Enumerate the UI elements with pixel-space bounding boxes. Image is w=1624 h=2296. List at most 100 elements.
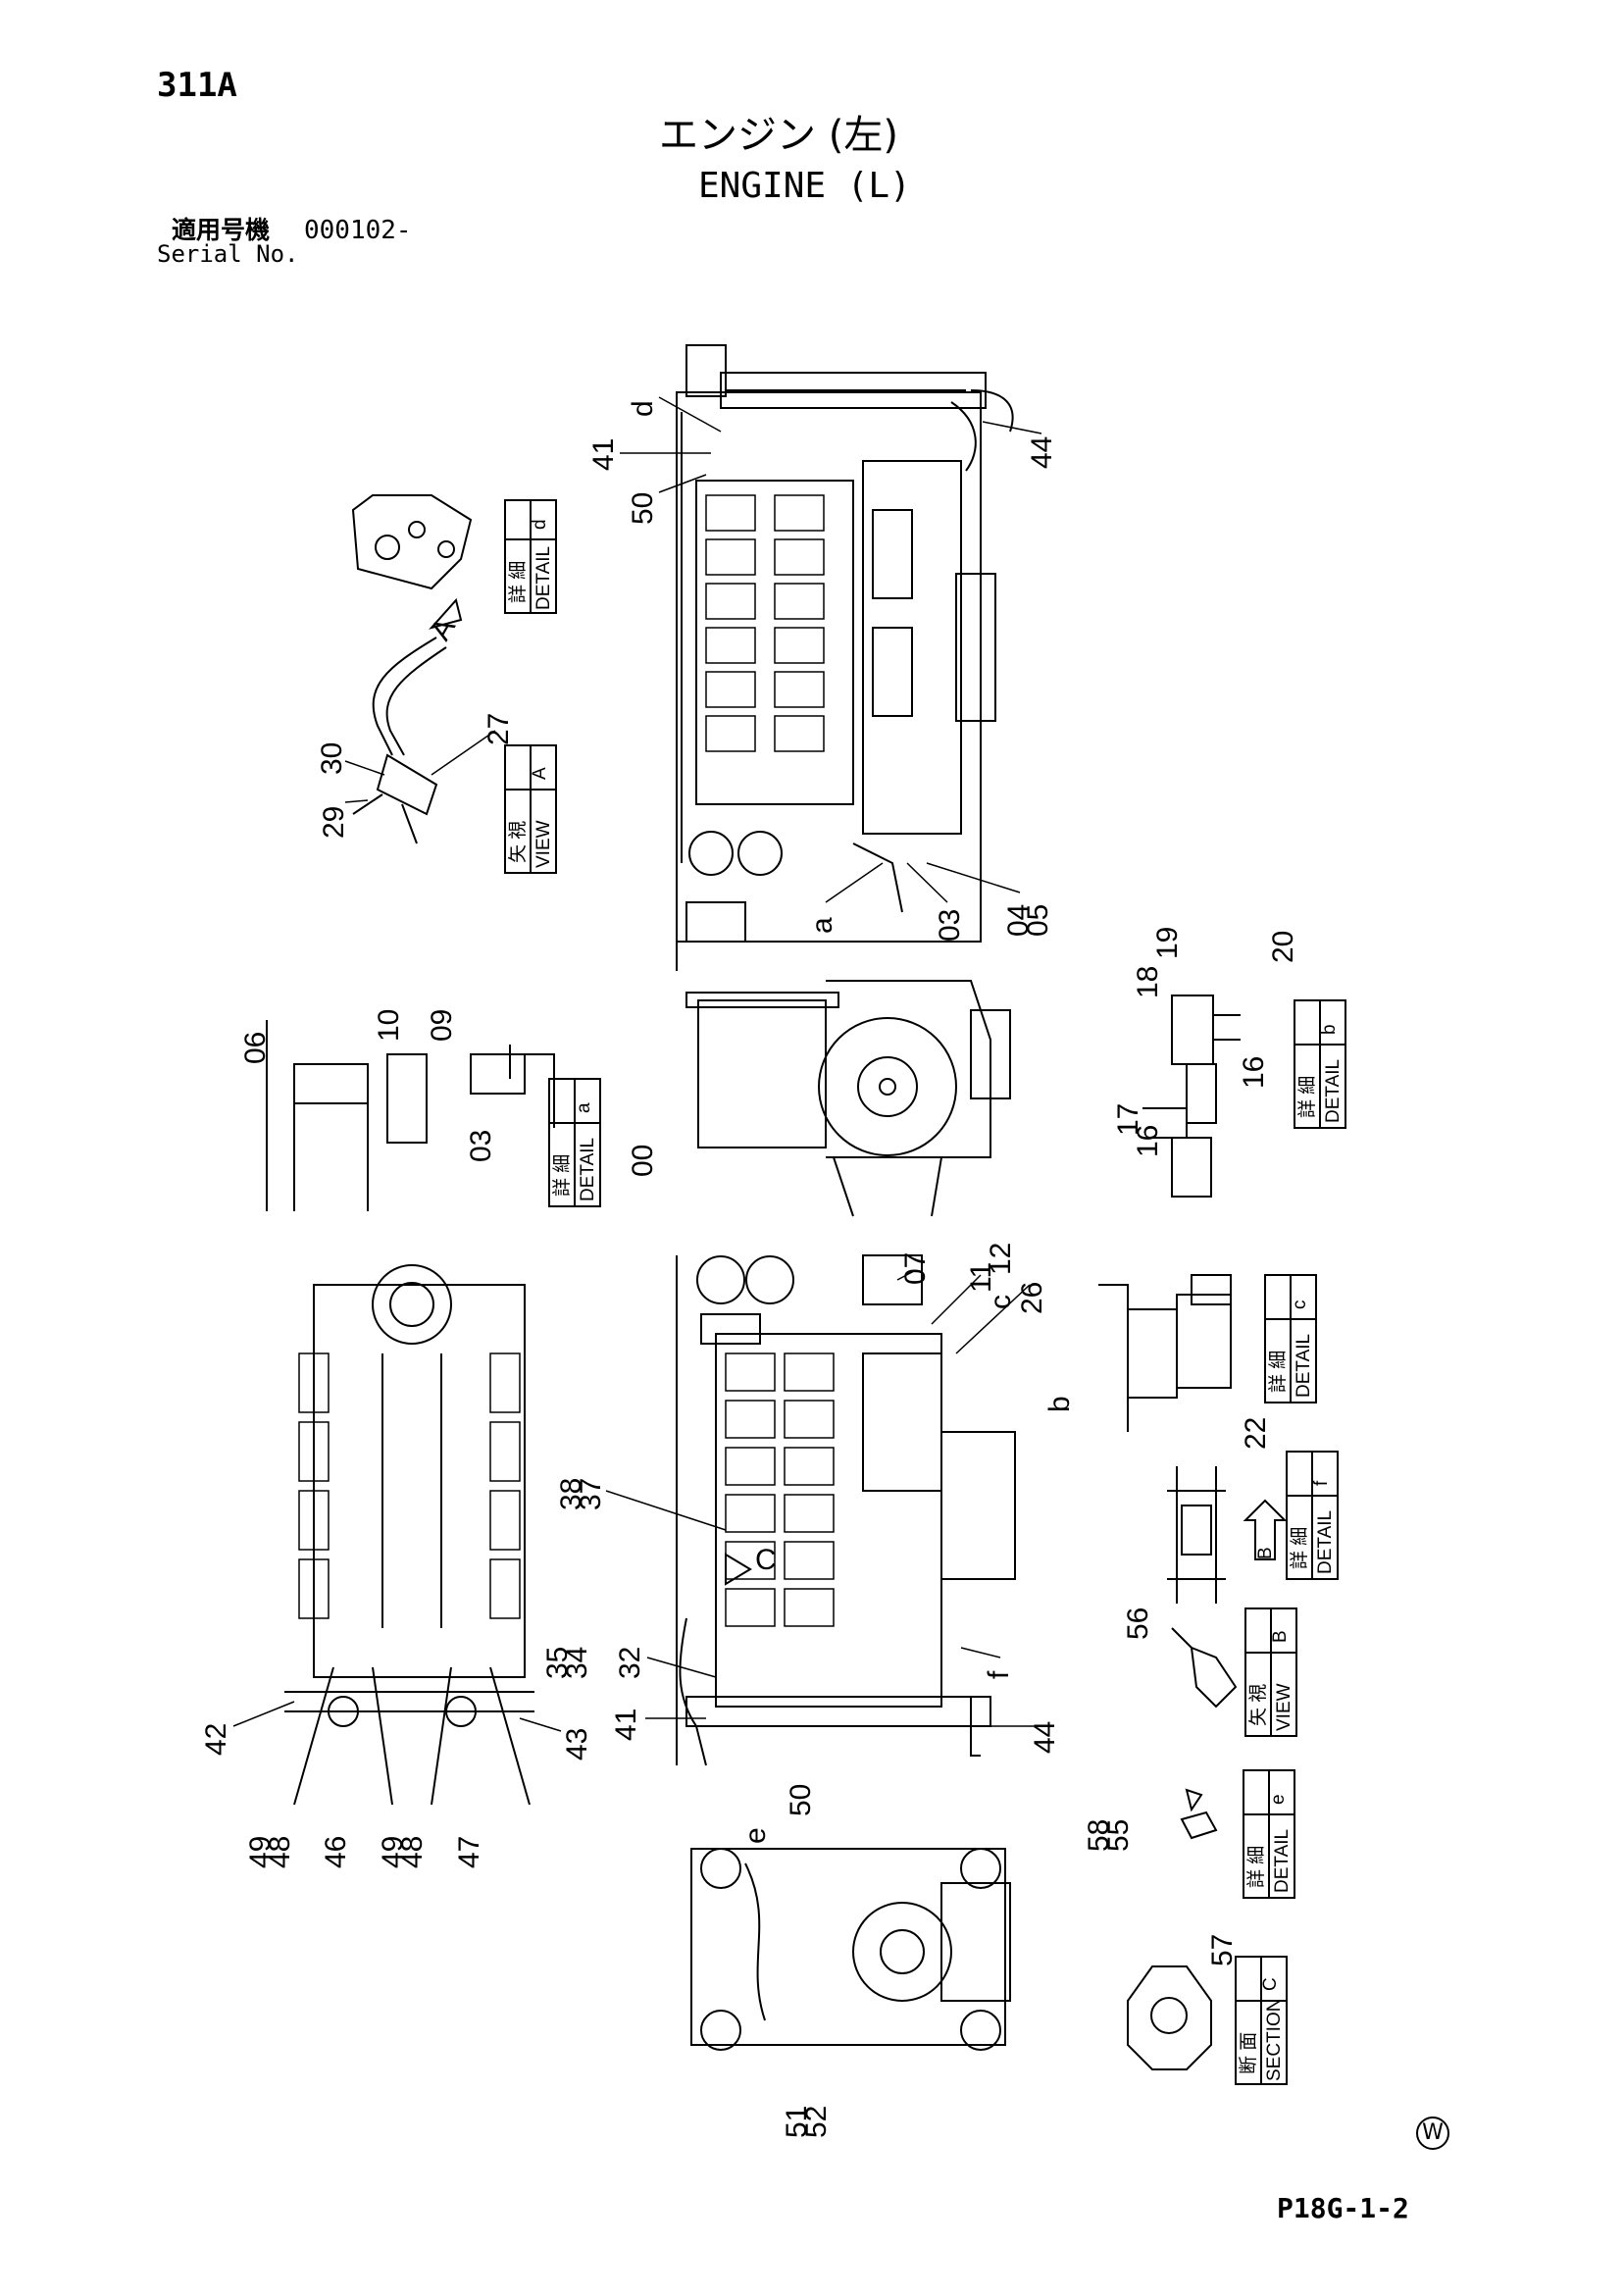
callout-06: 06 — [239, 1032, 272, 1064]
detail-a-letter: a — [574, 1102, 594, 1113]
detail-c-letter: c — [1290, 1301, 1310, 1310]
detail-a-drawing — [266, 1020, 555, 1211]
callout-51: 51 — [781, 2106, 813, 2138]
callout-b: b — [1043, 1396, 1076, 1412]
serial-value: 000102- — [304, 216, 412, 245]
callout-box-detail-e: 詳 細 DETAIL e — [1243, 1769, 1295, 1899]
callout-46: 46 — [320, 1836, 352, 1868]
callout-42: 42 — [200, 1723, 232, 1756]
detail-d-letter: d — [530, 519, 550, 530]
callout-29: 29 — [318, 806, 350, 839]
detail-b-jp: 詳 細 — [1296, 1076, 1318, 1118]
callout-27: 27 — [482, 713, 515, 745]
callout-box-section-c: 断 面 SECTION C — [1235, 1956, 1288, 2085]
detail-e-jp: 詳 細 — [1245, 1846, 1267, 1888]
detail-b-letter: b — [1319, 1024, 1340, 1035]
detail-c-jp: 詳 細 — [1267, 1351, 1289, 1393]
callout-box-detail-b: 詳 細 DETAIL b — [1294, 999, 1346, 1129]
section-c-letter: C — [1260, 1977, 1281, 1991]
engine-top-plan-view — [284, 1264, 534, 1806]
callout-box-detail-d: 詳 細 DETAIL d — [504, 499, 557, 614]
callout-26: 26 — [1016, 1282, 1048, 1314]
callout-03-top: 03 — [934, 909, 966, 942]
callout-55: 55 — [1102, 1819, 1135, 1852]
view-a-letter: A — [530, 767, 550, 780]
engine-right-side-view — [676, 1254, 1016, 1766]
detail-f-letter: f — [1311, 1480, 1332, 1486]
detail-d-en: DETAIL — [533, 546, 554, 610]
callout-38: 38 — [555, 1478, 587, 1510]
callout-f: f — [983, 1670, 1015, 1679]
callout-box-detail-c: 詳 細 DETAIL c — [1264, 1274, 1317, 1403]
detail-e-drawing — [1180, 1788, 1218, 1840]
callout-41-mid: 41 — [610, 1709, 642, 1741]
detail-b-drawing — [1142, 995, 1241, 1198]
detail-f-jp: 詳 細 — [1289, 1527, 1310, 1569]
view-b-letter: B — [1270, 1630, 1291, 1643]
callout-16-lower: 16 — [1132, 1125, 1164, 1157]
callout-19: 19 — [1151, 927, 1184, 959]
callout-43: 43 — [561, 1728, 593, 1760]
callout-58: 58 — [1083, 1819, 1115, 1852]
title-english: ENGINE (L) — [698, 166, 911, 206]
detail-c-drawing — [1098, 1274, 1232, 1432]
page-id: 311A — [157, 66, 237, 105]
callout-50-top: 50 — [627, 492, 659, 525]
arrow-b-marker: B — [1255, 1547, 1276, 1559]
callout-48-left: 48 — [264, 1836, 296, 1868]
view-b-jp: 矢 視 — [1247, 1684, 1269, 1726]
callout-49-right: 49 — [377, 1836, 409, 1868]
callout-37: 37 — [575, 1478, 607, 1510]
detail-b-en: DETAIL — [1323, 1059, 1344, 1123]
engine-front-view — [685, 980, 1011, 1217]
callout-49-left: 49 — [244, 1836, 277, 1868]
circle-mark-icon: W — [1416, 2117, 1449, 2150]
callout-32: 32 — [614, 1647, 646, 1679]
callout-a-top: a — [806, 917, 838, 934]
callout-04-top: 04 — [1002, 904, 1035, 937]
callout-09: 09 — [426, 1009, 458, 1042]
serial-label-english: Serial No. — [157, 240, 299, 268]
callout-12: 12 — [985, 1243, 1017, 1275]
callout-e: e — [739, 1827, 772, 1844]
callout-10: 10 — [373, 1009, 405, 1042]
section-c-marker: C — [755, 1544, 777, 1576]
callout-48-right: 48 — [396, 1836, 429, 1868]
callout-57: 57 — [1206, 1934, 1239, 1966]
callout-56: 56 — [1122, 1607, 1154, 1640]
engine-left-side-view — [676, 344, 1014, 971]
view-a-jp: 矢 視 — [507, 821, 529, 863]
detail-e-en: DETAIL — [1272, 1829, 1293, 1893]
callout-box-detail-f: 詳 細 DETAIL f B — [1255, 1451, 1339, 1580]
page-code: P18G-1-2 — [1277, 2192, 1409, 2224]
detail-e-letter: e — [1268, 1794, 1289, 1805]
callout-30: 30 — [316, 742, 348, 775]
title-japanese: エンジン (左) — [659, 113, 898, 158]
callout-c: c — [985, 1295, 1017, 1309]
detail-d-jp: 詳 細 — [507, 561, 529, 603]
callout-47: 47 — [453, 1836, 485, 1868]
callout-44-top: 44 — [1026, 436, 1058, 469]
view-b-en: VIEW — [1274, 1683, 1294, 1731]
engine-rear-view — [690, 1848, 1011, 2051]
callout-35: 35 — [541, 1647, 574, 1679]
callout-box-view-b: 矢 視 VIEW B — [1244, 1607, 1297, 1737]
callout-18: 18 — [1132, 966, 1164, 998]
callout-20: 20 — [1267, 931, 1299, 963]
callout-52: 52 — [800, 2106, 833, 2138]
callout-17: 17 — [1112, 1103, 1144, 1136]
callout-41-top: 41 — [587, 438, 620, 471]
callout-box-detail-a: 詳 細 DETAIL a — [548, 1078, 601, 1207]
callout-07: 07 — [899, 1252, 932, 1285]
detail-a-en: DETAIL — [578, 1138, 598, 1201]
callout-05-top: 05 — [1022, 904, 1054, 937]
callout-11: 11 — [965, 1262, 997, 1293]
detail-f-en: DETAIL — [1315, 1510, 1336, 1574]
view-a-en: VIEW — [533, 820, 554, 868]
callout-34: 34 — [561, 1647, 593, 1679]
callout-box-view-a: 矢 視 VIEW A — [504, 744, 557, 874]
section-c-drawing — [1127, 1965, 1212, 2070]
circle-mark-letter: W — [1422, 2120, 1444, 2145]
callout-50-mid: 50 — [785, 1784, 817, 1816]
